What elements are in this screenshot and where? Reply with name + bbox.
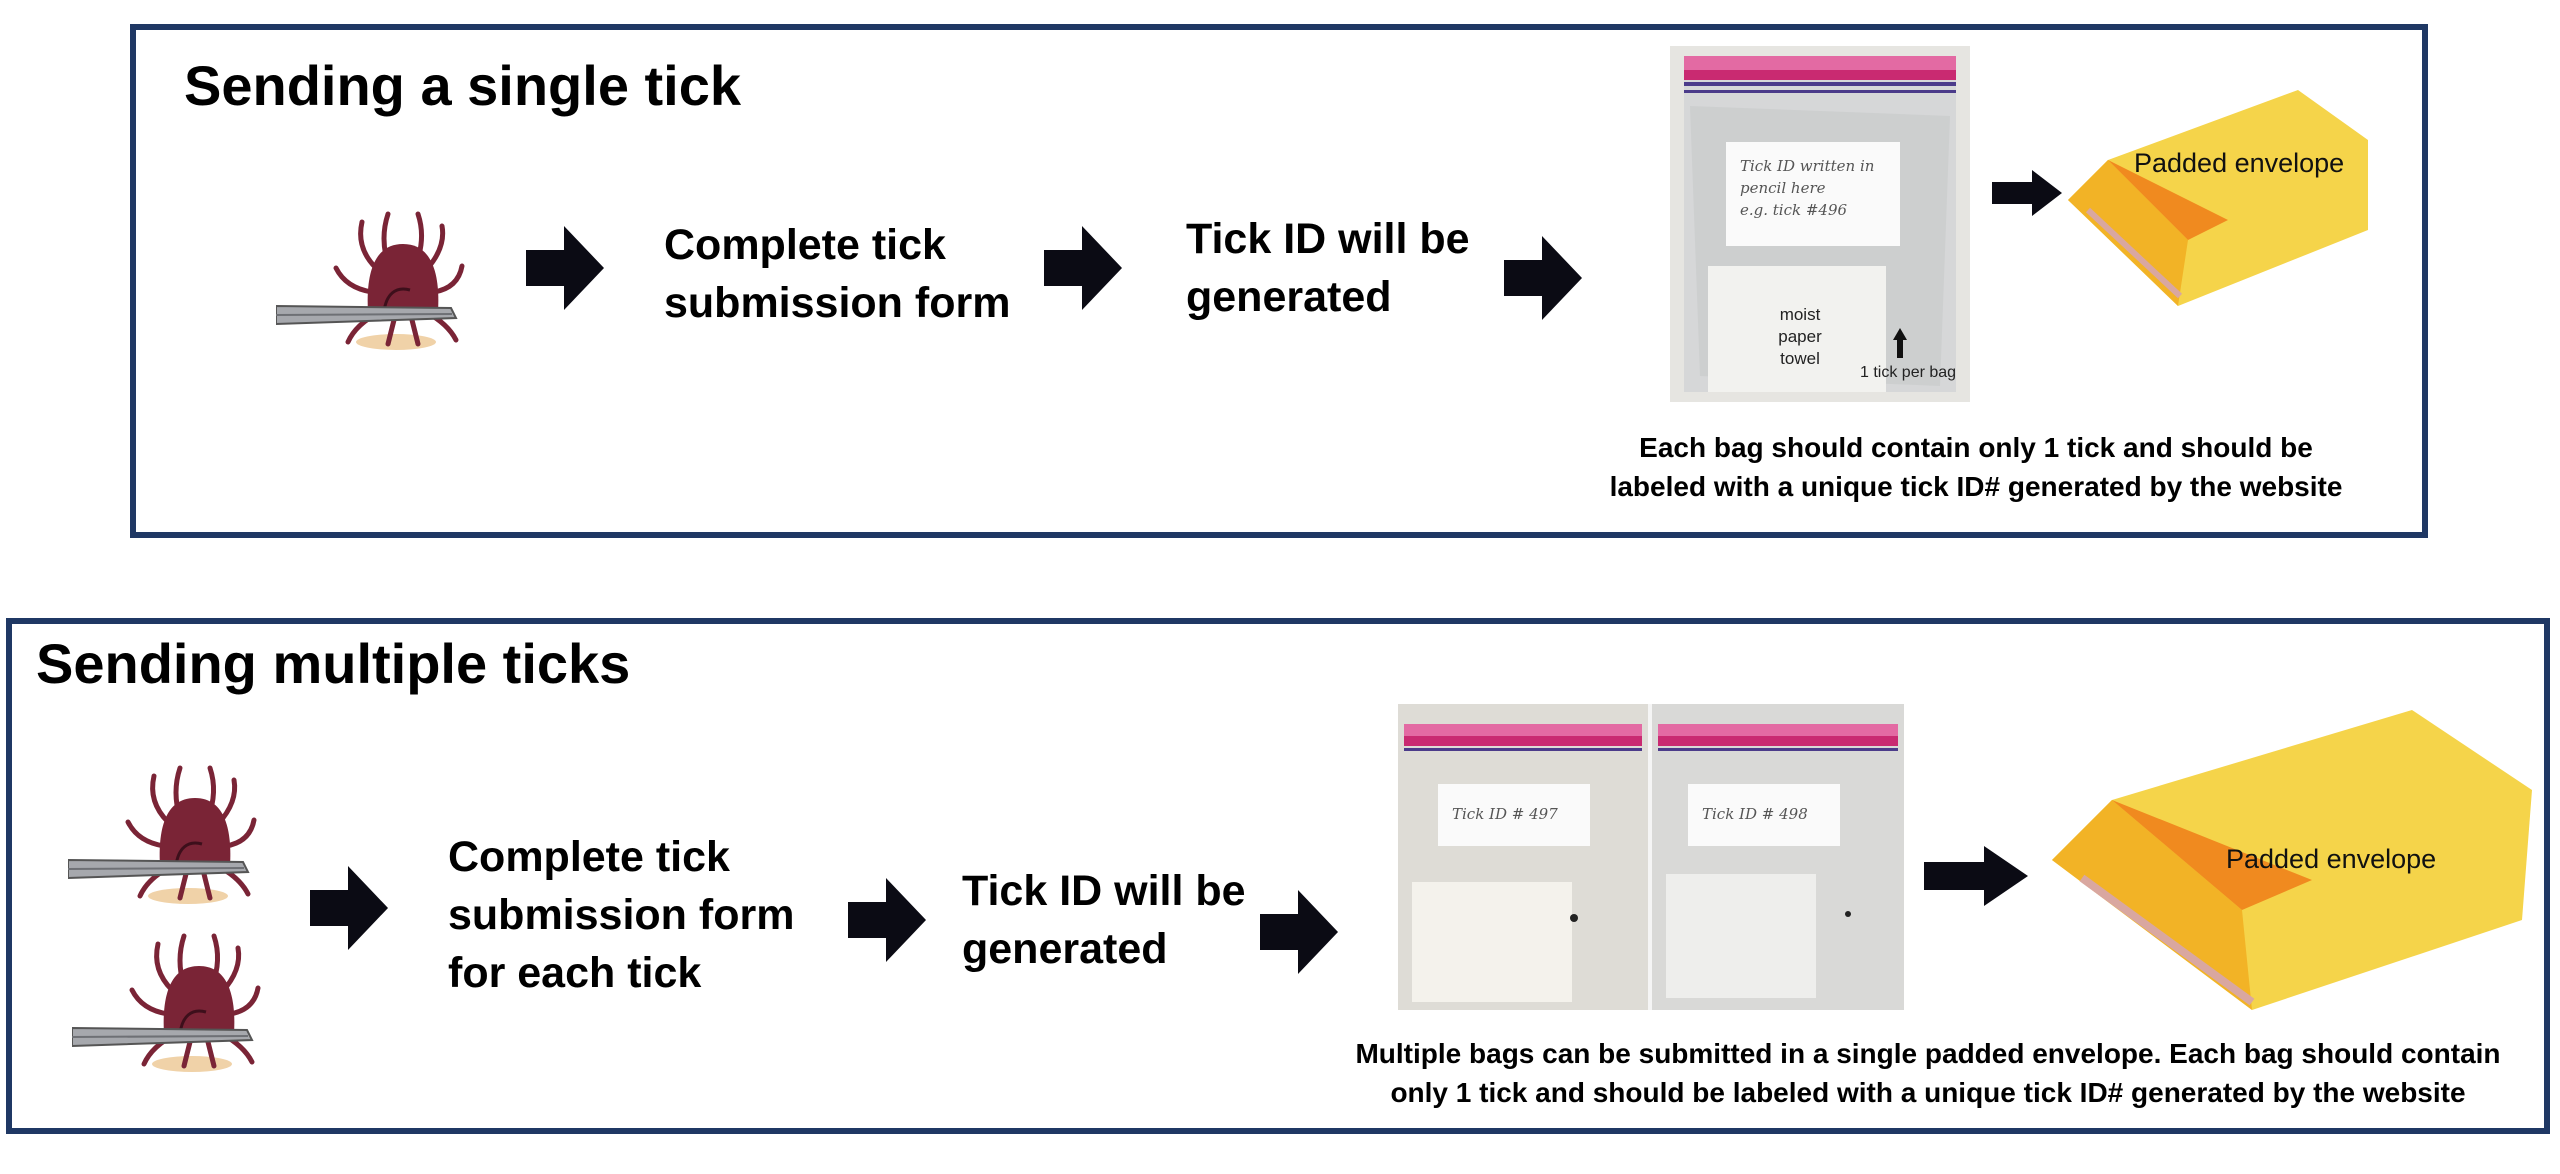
right-arrow-icon (526, 226, 604, 310)
bag-note-line1: Tick ID written in (1740, 157, 1875, 175)
single-envelope-label: Padded envelope (2134, 148, 2345, 178)
bag2-note: Tick ID # 498 (1702, 805, 1808, 823)
single-caption: Each bag should contain only 1 tick and … (1576, 428, 2376, 506)
tick-in-tweezers-icon (276, 211, 465, 350)
single-tick-title: Sending a single tick (184, 54, 742, 117)
single-caption-line1: Each bag should contain only 1 tick and … (1639, 432, 2313, 463)
multiple-ticks-title: Sending multiple ticks (36, 632, 631, 695)
right-arrow-icon (1992, 170, 2062, 216)
one-tick-per-bag-label: 1 tick per bag (1860, 364, 1957, 381)
bag1-note: Tick ID # 497 (1452, 805, 1558, 823)
single-step-tick-id: Tick ID will be generated (1186, 215, 1470, 321)
tick-in-tweezers-icon (68, 765, 257, 904)
tick-in-tweezers-icon (72, 933, 261, 1072)
zip-bag-photo: Tick ID written in pencil here e.g. tick… (1670, 46, 1970, 402)
multi-step-tick-id: Tick ID will be generated (962, 867, 1246, 973)
zip-bag-icon (1398, 704, 1904, 1010)
multi-caption-line2: only 1 tick and should be labeled with a… (1390, 1077, 2466, 1108)
right-arrow-icon (848, 878, 926, 962)
bag-note-line2: pencil here (1740, 179, 1826, 197)
single-step-submission-form: Complete tick submission form (664, 221, 1011, 327)
right-arrow-icon (1260, 890, 1338, 974)
multi-envelope-label: Padded envelope (2226, 844, 2437, 874)
multi-step-line3: for each tick (448, 949, 702, 997)
right-arrow-icon (1044, 226, 1122, 310)
towel-label-line3: towel (1780, 349, 1820, 368)
multi-step-submission-form: Complete tick submission form for each t… (448, 828, 828, 1002)
padded-envelope-icon (2052, 710, 2532, 1010)
right-arrow-icon (1924, 846, 2028, 906)
single-tick-panel: Sending a single tick Complete tick subm… (130, 24, 2428, 538)
towel-label-line1: moist (1779, 305, 1821, 324)
right-arrow-icon (1504, 236, 1582, 320)
multi-step-line1: Complete tick (448, 833, 730, 881)
up-arrow-icon (1893, 328, 1907, 358)
bag-note-line3: e.g. tick #496 (1740, 201, 1848, 219)
single-caption-line2: labeled with a unique tick ID# generated… (1609, 471, 2343, 502)
multiple-ticks-panel: Sending multiple ticks C (6, 618, 2550, 1134)
towel-label-line2: paper (1778, 327, 1822, 346)
padded-envelope-icon (2068, 90, 2368, 306)
two-zip-bags-photo: Tick ID # 497 Tick ID # 498 (1398, 704, 1904, 1010)
multi-step-line2: submission form (448, 891, 795, 939)
right-arrow-icon (310, 866, 388, 950)
zip-bag-icon (1670, 46, 1970, 402)
multi-caption-line1: Multiple bags can be submitted in a sing… (1355, 1038, 2501, 1069)
multi-caption: Multiple bags can be submitted in a sing… (1288, 1034, 2560, 1112)
